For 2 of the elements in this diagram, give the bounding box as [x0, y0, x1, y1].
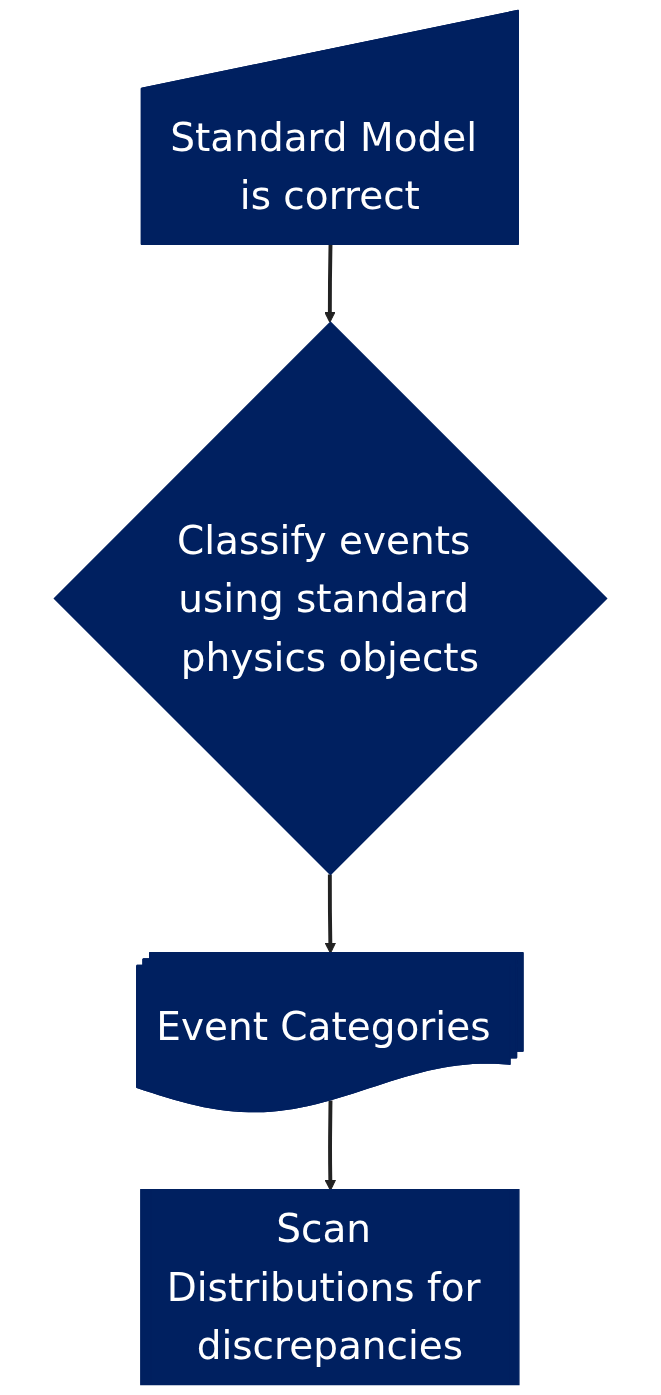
node-diamond: Classify events using standard physics objects [53, 321, 608, 876]
arrow [324, 244, 336, 323]
